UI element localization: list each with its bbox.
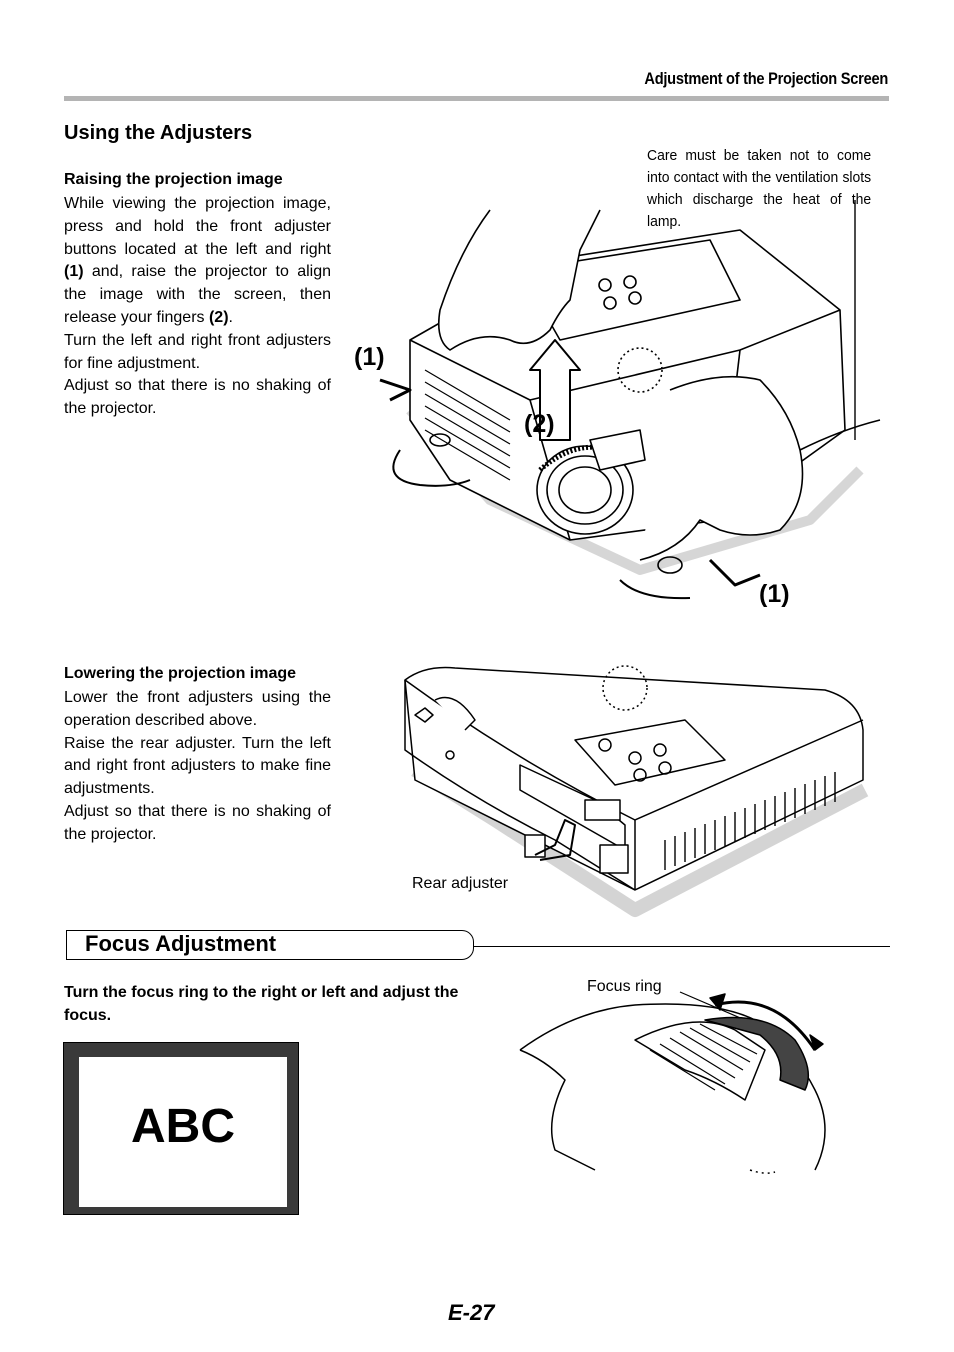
projection-screen-text: ABC	[131, 1100, 235, 1153]
page-number: E-27	[448, 1300, 495, 1325]
raising-paragraph-2: Turn the left and right front adjusters …	[64, 331, 331, 372]
focus-ring-illustration	[519, 991, 826, 1174]
focus-heading-frame	[66, 930, 474, 960]
raising-text-b: and, raise the projector to align the im…	[64, 263, 331, 326]
callout-2: (2)	[524, 410, 555, 438]
raising-text-c: .	[228, 308, 233, 326]
callout-1-right: (1)	[759, 580, 790, 608]
section-title-focus-adjustment: Focus Adjustment	[85, 931, 277, 956]
focus-heading-rule	[474, 946, 890, 947]
raising-body: While viewing the projection image, pres…	[64, 193, 331, 421]
ventilation-care-note: Care must be taken not to come into cont…	[647, 147, 872, 230]
lowering-paragraph-1: Lower the front adjusters using the oper…	[64, 689, 331, 729]
lowering-paragraph-2: Raise the rear adjuster. Turn the left a…	[64, 734, 331, 798]
raising-paragraph-1: While viewing the projection image, pres…	[64, 193, 331, 330]
focus-ring-label: Focus ring	[587, 978, 662, 995]
raising-ref-2: (2)	[208, 308, 229, 326]
raising-ref-1: (1)	[64, 263, 84, 281]
focus-instruction: Turn the focus ring to the right or left…	[64, 984, 459, 1024]
lowering-body: Lower the front adjusters using the oper…	[64, 687, 331, 847]
header-rule	[64, 96, 889, 101]
rear-adjuster-label: Rear adjuster	[412, 875, 509, 892]
section-title-using-adjusters: Using the Adjusters	[64, 122, 253, 144]
callout-1-left: (1)	[354, 343, 385, 371]
lowering-paragraph-3: Adjust so that there is no shaking of th…	[64, 802, 331, 843]
raising-projector-illustration	[379, 200, 881, 600]
projection-screen-surface	[79, 1057, 287, 1207]
raising-heading: Raising the projection image	[64, 171, 283, 188]
running-header: Adjustment of the Projection Screen	[644, 69, 888, 88]
lowering-heading: Lowering the projection image	[64, 665, 297, 682]
raising-paragraph-3: Adjust so that there is no shaking of th…	[64, 377, 331, 418]
raising-text-a: While viewing the projection image, pres…	[64, 195, 331, 258]
rear-adjuster-illustration	[404, 665, 869, 917]
